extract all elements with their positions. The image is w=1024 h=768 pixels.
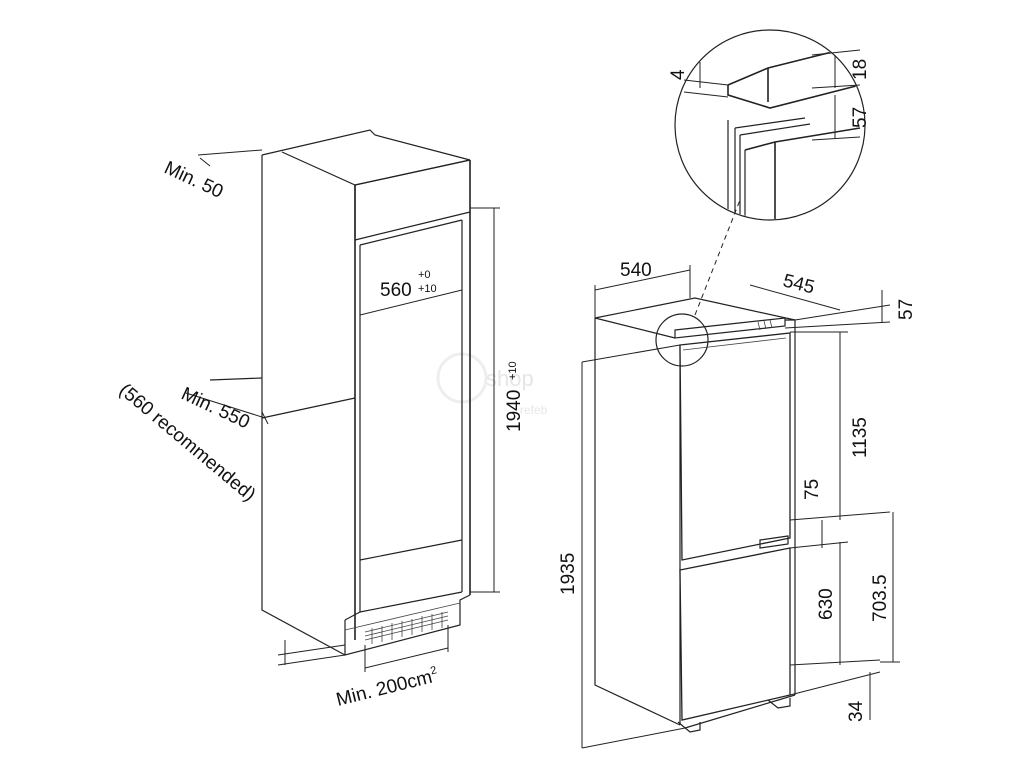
- niche-vent-area-label: Min. 200cm2: [334, 664, 441, 711]
- appliance-depth-label: 545: [781, 270, 817, 298]
- appliance-width-label: 540: [620, 260, 652, 281]
- lower-door: [679, 547, 791, 721]
- detail-marker: [655, 313, 709, 367]
- appliance-gap-label: 75: [802, 479, 823, 500]
- appliance-lower-section-label: 703.5: [870, 574, 891, 622]
- appliance-height-label: 1935: [558, 553, 579, 595]
- vent-grille: [364, 611, 449, 644]
- niche-depth-min-label: Min. 550: [178, 383, 253, 433]
- niche-width-label: 560: [380, 280, 412, 301]
- upper-door: [679, 332, 791, 561]
- appliance-drawing: [594, 199, 796, 733]
- watermark: shop refeb: [436, 352, 548, 417]
- niche-top-clearance-label: Min. 50: [161, 157, 226, 202]
- appliance-upper-door-label: 1135: [850, 417, 871, 458]
- appliance-top-offset-label: 57: [896, 299, 917, 320]
- detail-gap-label: 4: [668, 69, 689, 80]
- detail-door-offset-label: 57: [850, 107, 871, 128]
- niche-dimensions: [185, 149, 500, 672]
- detail-plate-label: 18: [850, 59, 871, 80]
- watermark-sub: refeb: [520, 403, 548, 417]
- detail-view: [674, 29, 866, 221]
- appliance-dimensions: [581, 265, 900, 749]
- niche-width-tol-lower: +10: [418, 283, 437, 295]
- appliance-base-label: 34: [846, 700, 867, 722]
- niche-drawing: [209, 129, 471, 656]
- niche-height-tol: +10: [507, 361, 519, 380]
- niche-width-tol-upper: +0: [418, 269, 431, 281]
- appliance-lower-door-label: 630: [816, 588, 837, 620]
- niche-height-label: 1940: [504, 390, 525, 432]
